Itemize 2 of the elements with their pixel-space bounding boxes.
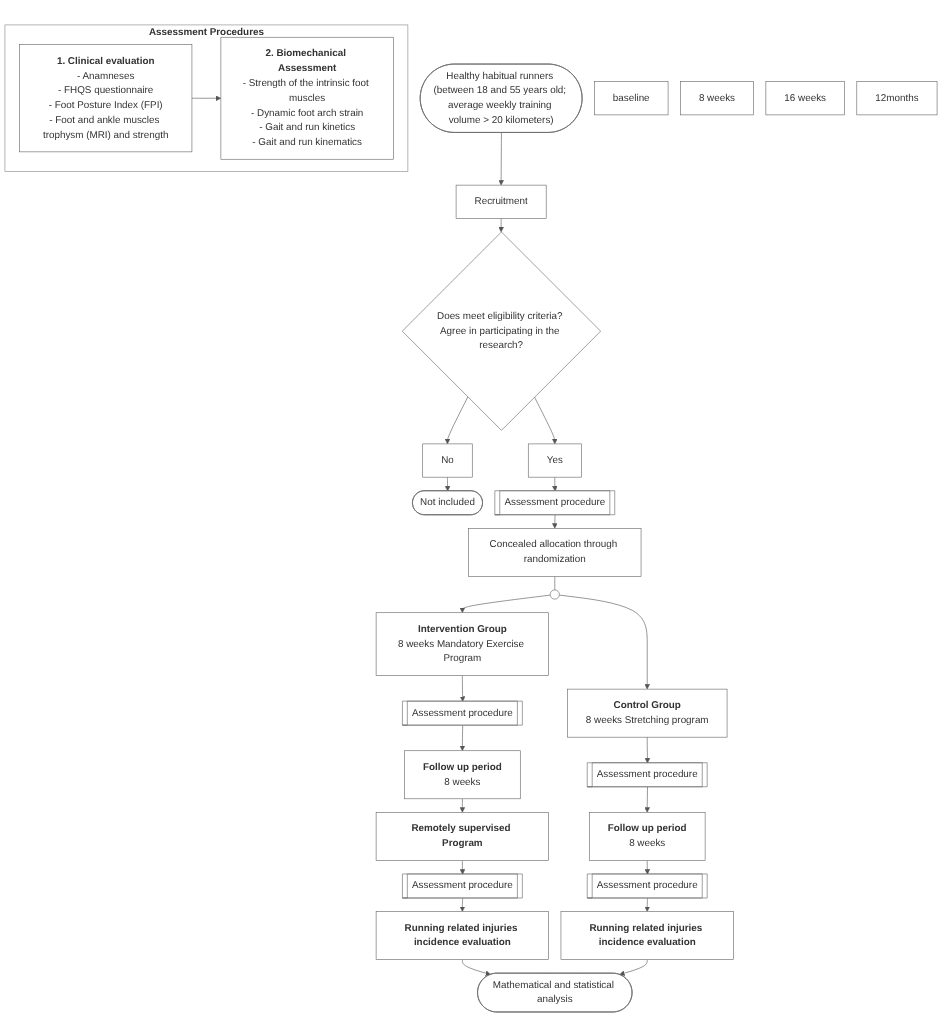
node-circle bbox=[549, 589, 560, 599]
connector bbox=[554, 575, 556, 590]
